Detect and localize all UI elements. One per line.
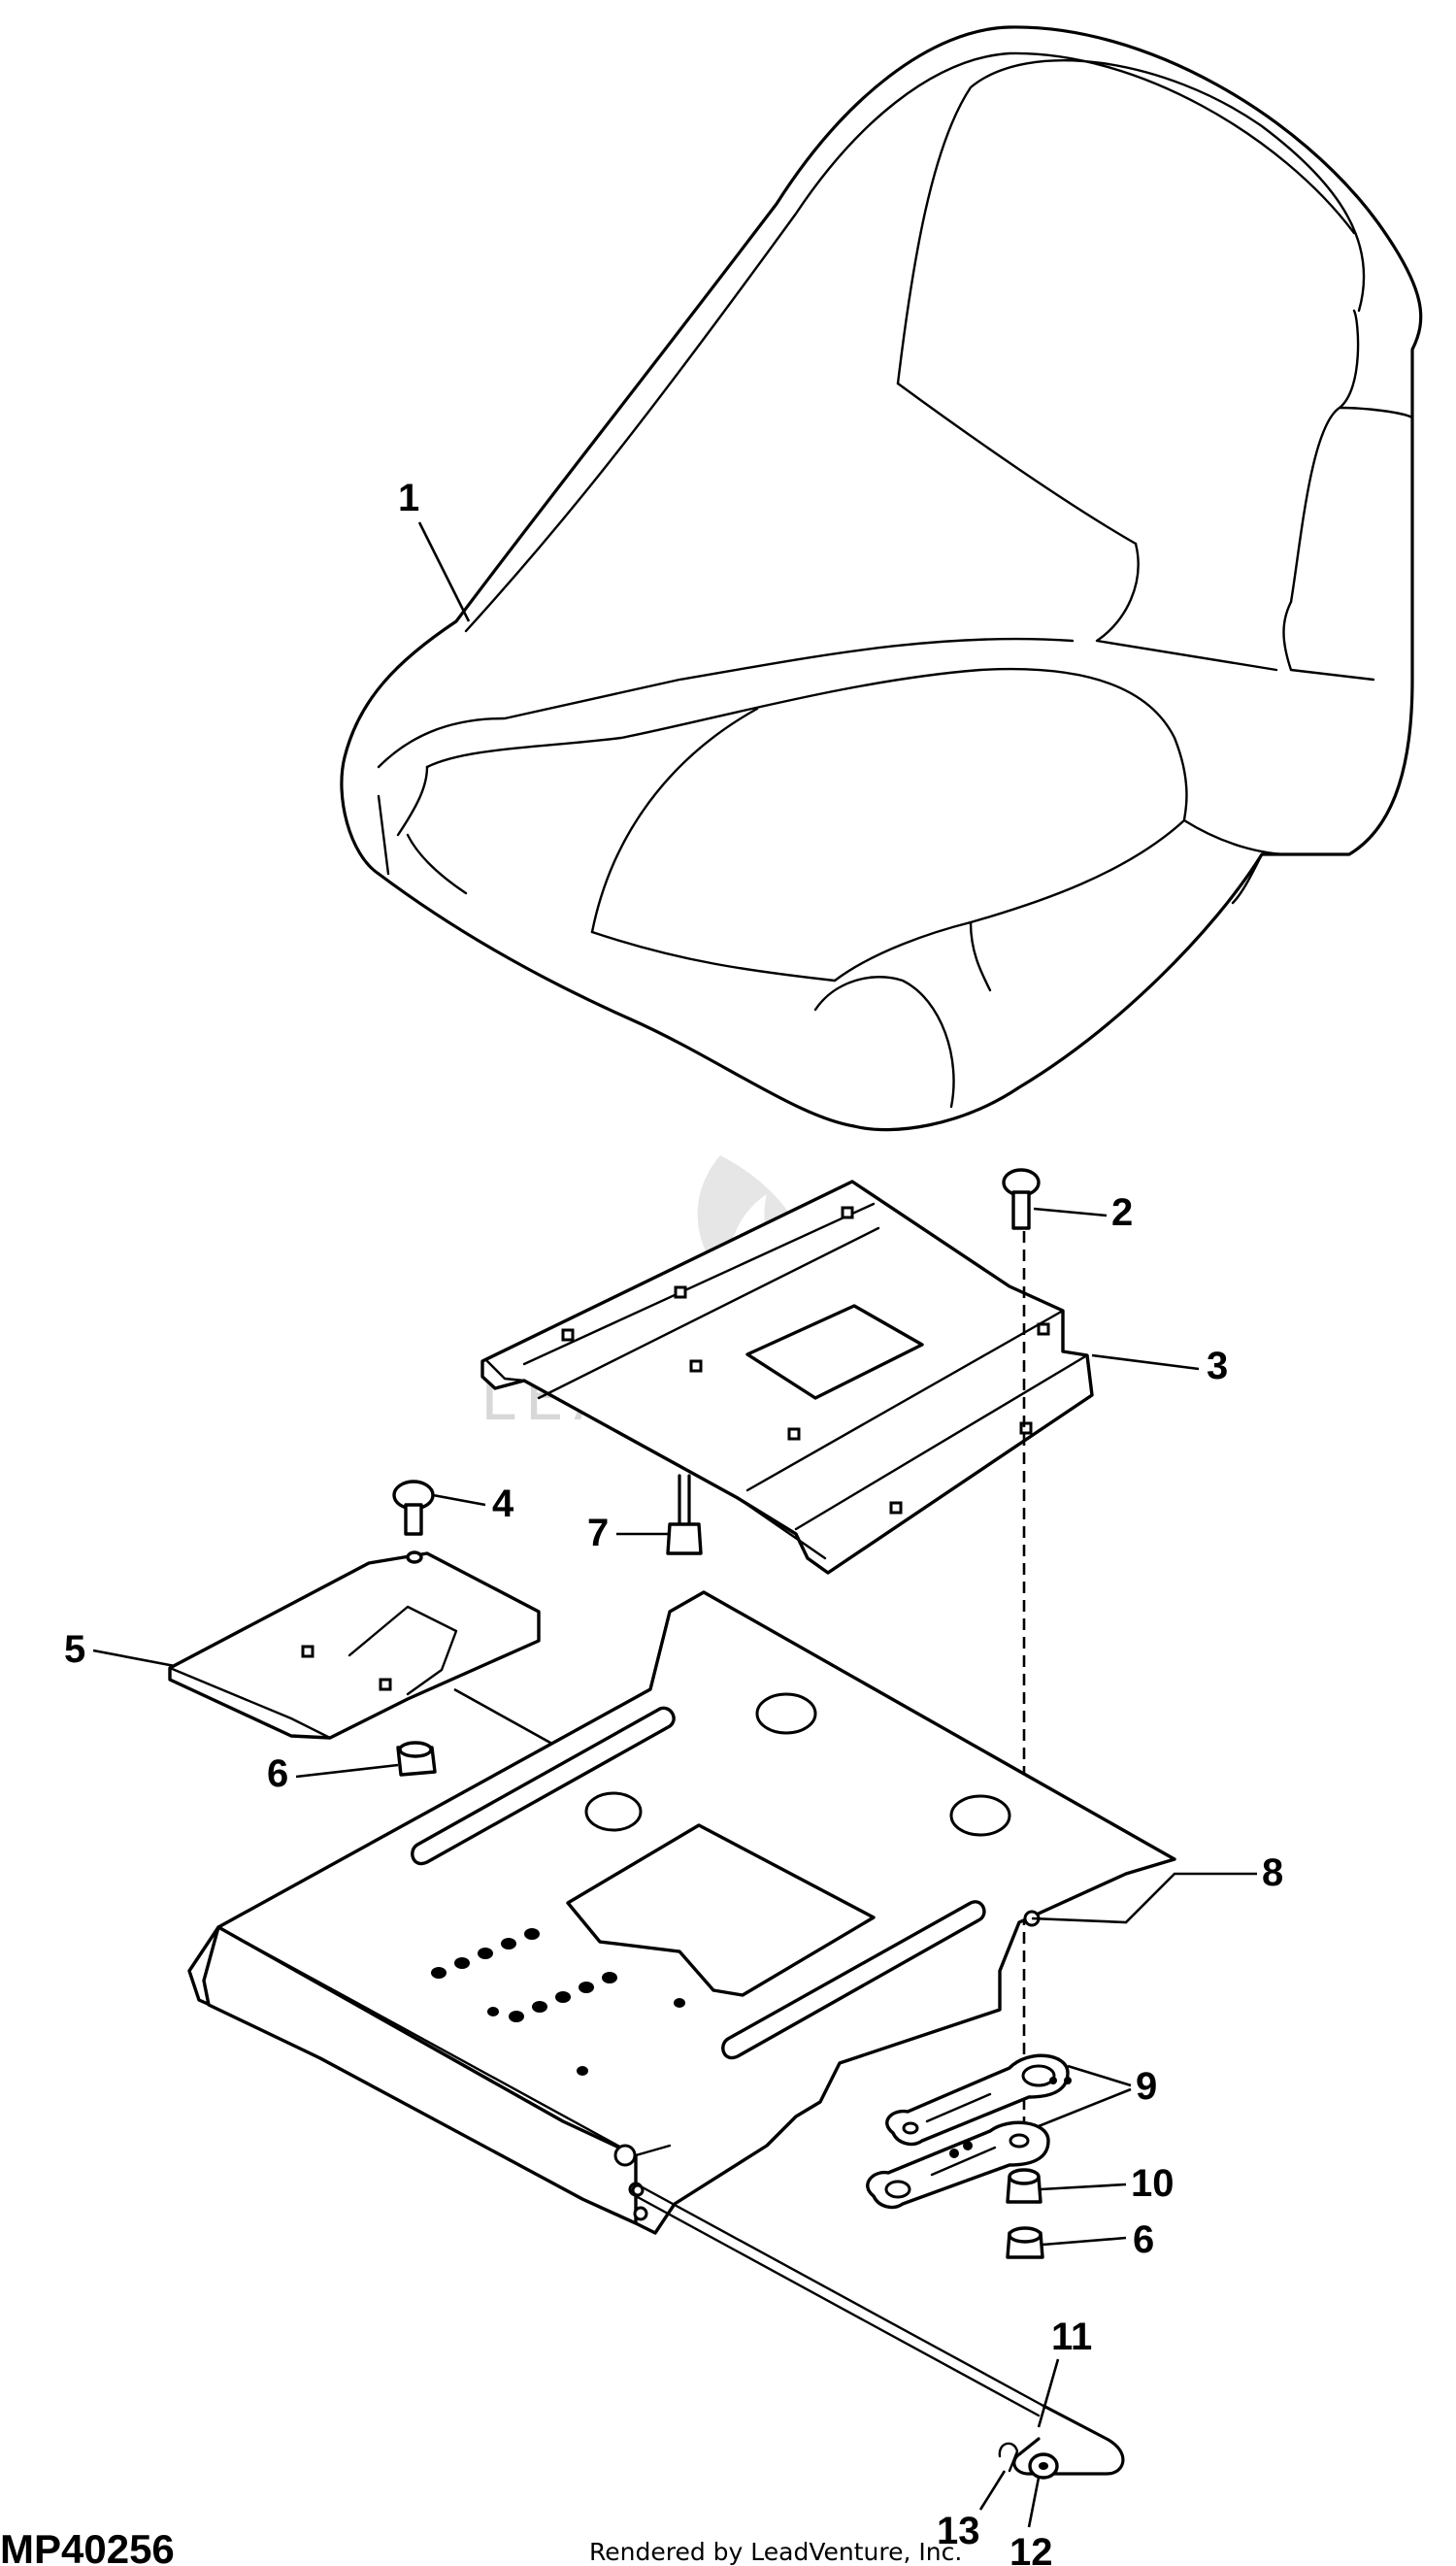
- svg-text:9: 9: [1136, 2065, 1157, 2108]
- render-credit: Rendered by LeadVenture, Inc.: [589, 2538, 962, 2566]
- callout-4: 4: [432, 1483, 514, 1525]
- callout-12: 12: [1009, 2477, 1053, 2566]
- spacer-links[interactable]: [866, 2053, 1072, 2210]
- callout-6: 6: [267, 1752, 399, 1795]
- svg-text:8: 8: [1262, 1851, 1283, 1894]
- lock-nut-6b[interactable]: [1006, 2226, 1044, 2259]
- seat-latch-plate[interactable]: [168, 1550, 541, 1740]
- callout-1: 1: [398, 477, 471, 622]
- callout-8: 8: [1031, 1851, 1283, 1924]
- carriage-bolt-4[interactable]: [392, 1480, 435, 1536]
- diagram-code: MP40256: [0, 2526, 175, 2566]
- callout-6b: 6: [1042, 2218, 1154, 2261]
- callout-9: 9: [1038, 2064, 1157, 2128]
- svg-text:10: 10: [1131, 2162, 1175, 2205]
- callout-10: 10: [1040, 2162, 1175, 2205]
- callout-3: 3: [1091, 1345, 1228, 1387]
- svg-text:6: 6: [1133, 2218, 1154, 2261]
- seat-rod[interactable]: [631, 2183, 1125, 2476]
- callout-5: 5: [64, 1628, 176, 1671]
- svg-text:1: 1: [398, 477, 419, 519]
- washer-10[interactable]: [1006, 2168, 1042, 2204]
- seat-pan[interactable]: [187, 1590, 1176, 2235]
- clip-13[interactable]: [998, 2442, 1019, 2473]
- lock-nut-6[interactable]: [396, 1741, 437, 1777]
- cap-screw-7[interactable]: [666, 1474, 703, 1555]
- seat-slide-plate[interactable]: [480, 1180, 1094, 1575]
- carriage-bolt-2[interactable]: [1002, 1168, 1041, 1230]
- washer-12[interactable]: [1028, 2452, 1059, 2480]
- svg-text:5: 5: [64, 1628, 85, 1671]
- svg-text:6: 6: [267, 1752, 288, 1795]
- svg-text:7: 7: [587, 1512, 609, 1554]
- louver-holes: [431, 1928, 685, 2076]
- svg-text:4: 4: [492, 1483, 514, 1525]
- seat[interactable]: [340, 25, 1423, 1132]
- svg-text:13: 13: [937, 2510, 980, 2552]
- callout-13: 13: [937, 2470, 1007, 2552]
- svg-text:2: 2: [1111, 1191, 1133, 1234]
- svg-text:12: 12: [1009, 2531, 1053, 2566]
- callout-11: 11: [1037, 2316, 1092, 2428]
- svg-text:11: 11: [1051, 2316, 1092, 2358]
- svg-text:3: 3: [1207, 1345, 1228, 1387]
- callout-2: 2: [1033, 1191, 1133, 1234]
- callout-7: 7: [587, 1512, 668, 1554]
